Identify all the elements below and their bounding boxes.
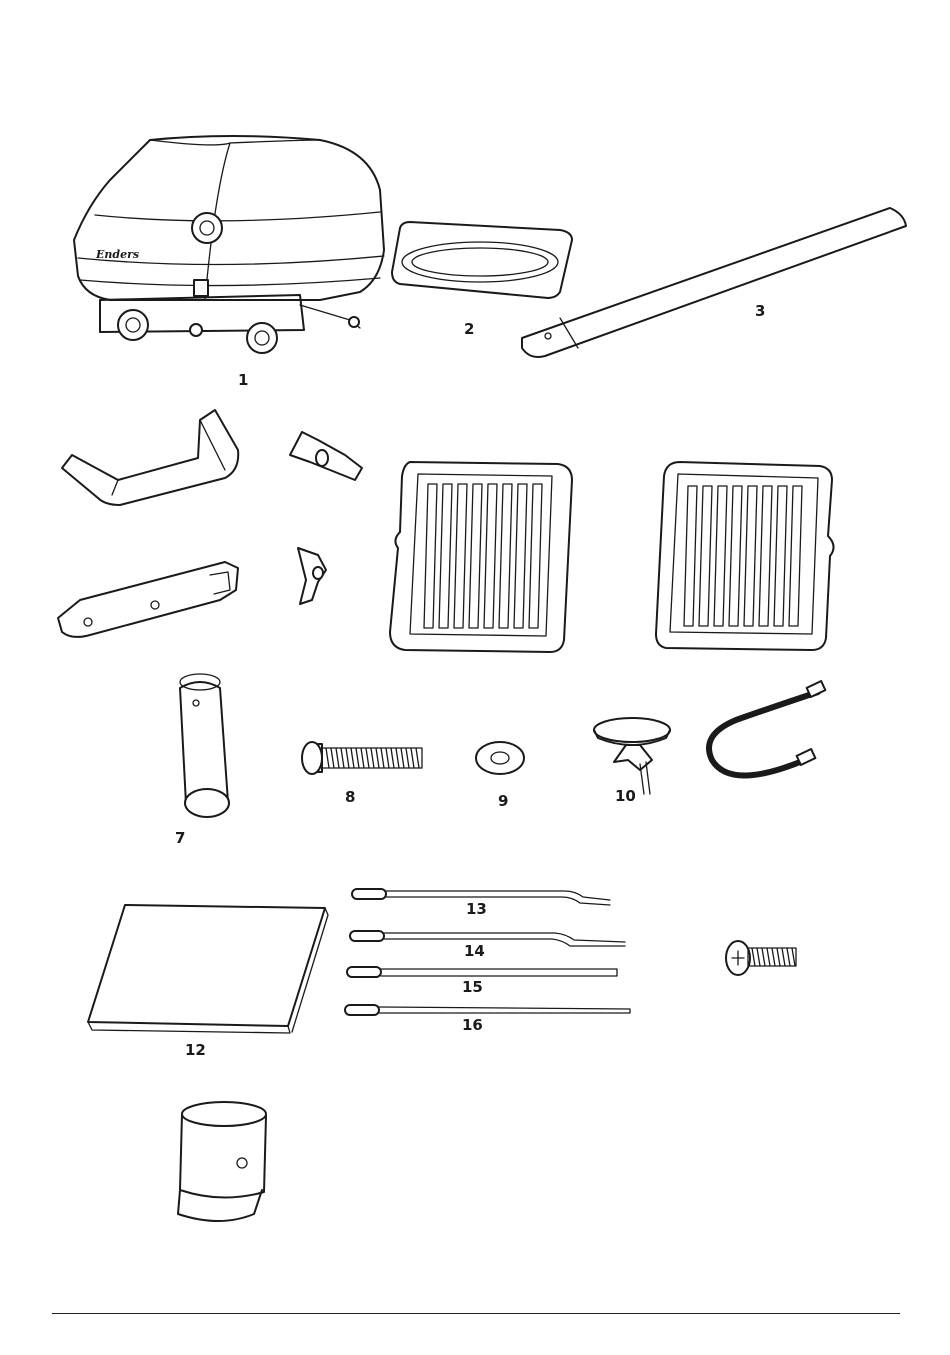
- bolt-thread: [416, 748, 419, 768]
- bolt-thread: [346, 748, 349, 768]
- clip-bracket-illustration: [298, 548, 326, 604]
- screw-thread: [757, 948, 760, 966]
- probe-15-illustration: [347, 967, 617, 977]
- bolt-illustration: [302, 742, 422, 774]
- base-plate-illustration: [88, 905, 328, 1033]
- bolt-thread: [341, 748, 344, 768]
- bolt-thread: [356, 748, 359, 768]
- bolt-thread: [351, 748, 354, 768]
- screw-thread: [792, 948, 795, 966]
- leg-tube-illustration: [522, 208, 906, 357]
- grate-bar: [729, 486, 742, 626]
- bolt-thread: [411, 748, 414, 768]
- grate-bar: [744, 486, 757, 626]
- bolt-thread: [396, 748, 399, 768]
- grate-bar: [454, 484, 467, 628]
- part-label-1: 1: [238, 371, 248, 389]
- part-label-8: 8: [345, 788, 355, 806]
- grate-bar: [699, 486, 712, 626]
- bolt-thread: [376, 748, 379, 768]
- bolt-thread: [366, 748, 369, 768]
- screw-thread: [767, 948, 770, 966]
- part-label-12: 12: [185, 1041, 206, 1059]
- grate-bar: [684, 486, 697, 626]
- screw-thread: [782, 948, 785, 966]
- bolt-thread: [326, 748, 329, 768]
- knob-illustration: [594, 718, 670, 794]
- hinge-bracket-illustration: [290, 432, 362, 480]
- cooking-grate-right-illustration: [656, 462, 834, 650]
- screw-thread: [752, 948, 755, 966]
- footer-rule: [52, 1313, 900, 1314]
- handle-illustration: [62, 410, 238, 505]
- grate-bar: [759, 486, 772, 626]
- part-label-3: 3: [755, 302, 765, 320]
- gas-hose-illustration: [709, 681, 825, 775]
- cooking-grate-left-illustration: [390, 462, 572, 652]
- part-label-7: 7: [175, 829, 185, 847]
- screw-thread: [762, 948, 765, 966]
- bolt-thread: [406, 748, 409, 768]
- bolt-thread: [401, 748, 404, 768]
- grate-bar: [484, 484, 497, 628]
- screw-illustration: [726, 941, 796, 975]
- part-label-2: 2: [464, 320, 474, 338]
- part-label-14: 14: [464, 942, 485, 960]
- lid-bracket-illustration: [58, 562, 238, 637]
- bolt-thread: [371, 748, 374, 768]
- screw-thread: [772, 948, 775, 966]
- bolt-thread: [336, 748, 339, 768]
- probe-16-illustration: [345, 1005, 630, 1015]
- part-label-15: 15: [462, 978, 483, 996]
- part-label-16: 16: [462, 1016, 483, 1034]
- probe-14-illustration: [350, 931, 625, 946]
- bolt-thread: [331, 748, 334, 768]
- grate-bar: [439, 484, 452, 628]
- grill-body-illustration: Enders: [74, 136, 384, 353]
- grate-bar: [529, 484, 542, 628]
- grate-bar: [469, 484, 482, 628]
- part-label-13: 13: [466, 900, 487, 918]
- post-tube-illustration: [180, 674, 229, 817]
- bolt-thread: [381, 748, 384, 768]
- drip-tray-illustration: [392, 222, 572, 298]
- coupling-sleeve-illustration: [178, 1102, 266, 1221]
- screw-thread: [787, 948, 790, 966]
- part-label-9: 9: [498, 792, 508, 810]
- grate-bar: [774, 486, 787, 626]
- bolt-thread: [361, 748, 364, 768]
- bolt-thread: [386, 748, 389, 768]
- grate-bar: [514, 484, 527, 628]
- brand-logo: Enders: [95, 248, 139, 261]
- grate-bar: [499, 484, 512, 628]
- washer-illustration: [476, 742, 524, 774]
- part-label-10: 10: [615, 787, 636, 805]
- grate-bar: [789, 486, 802, 626]
- grate-bar: [714, 486, 727, 626]
- bolt-thread: [391, 748, 394, 768]
- screw-thread: [777, 948, 780, 966]
- grate-bar: [424, 484, 437, 628]
